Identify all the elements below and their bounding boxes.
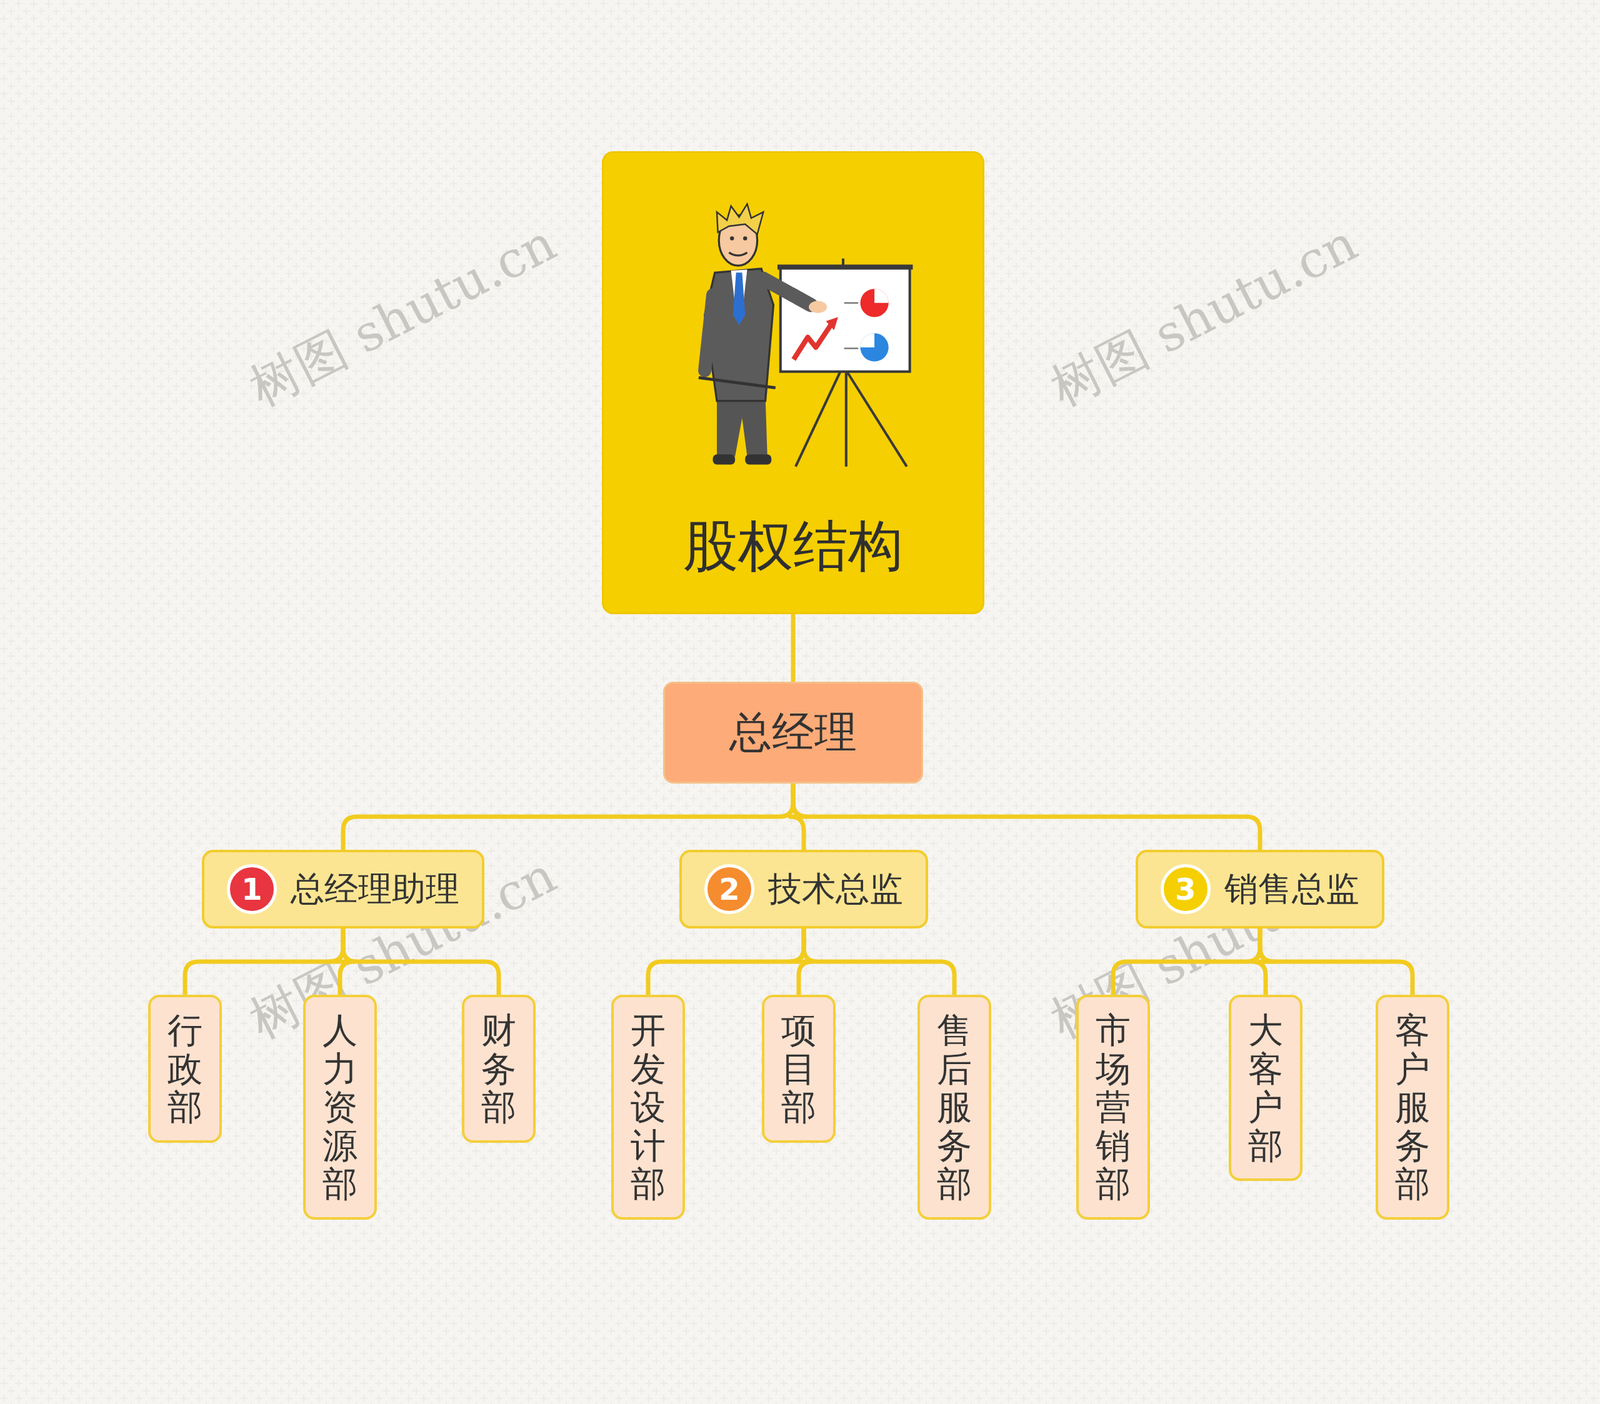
tree-connector xyxy=(185,928,344,995)
department-box: 人力资源部 xyxy=(303,995,377,1220)
node-label: 项目部 xyxy=(781,1011,817,1127)
tree-connector xyxy=(803,928,955,995)
tree-connector xyxy=(791,614,796,682)
node-label: 总经理助理 xyxy=(290,866,460,913)
department-box: 售后服务部 xyxy=(917,995,992,1220)
callout-number: 2 xyxy=(704,864,755,915)
node-label: 总经理 xyxy=(729,704,857,762)
tree-connector xyxy=(648,928,804,995)
node-label: 技术总监 xyxy=(768,866,904,913)
director-box: 1 总经理助理 xyxy=(201,850,485,929)
tree-connector xyxy=(343,928,499,995)
tree-connector xyxy=(1260,928,1413,995)
department-box: 项目部 xyxy=(761,995,836,1144)
node-label: 开发设计部 xyxy=(630,1011,666,1204)
node-label: 财务部 xyxy=(481,1011,517,1127)
node-label: 人力资源部 xyxy=(322,1011,358,1204)
node-label: 客户服务部 xyxy=(1395,1011,1430,1204)
department-box: 大客户部 xyxy=(1228,995,1303,1182)
manager-box: 总经理 xyxy=(663,681,924,784)
tree-connector xyxy=(793,783,1260,850)
node-label: 售后服务部 xyxy=(936,1011,972,1204)
department-box: 客户服务部 xyxy=(1375,995,1450,1220)
node-label: 行政部 xyxy=(167,1011,203,1127)
node-label: 市场营销部 xyxy=(1095,1011,1131,1204)
node-label: 大客户部 xyxy=(1248,1011,1284,1165)
department-box: 市场营销部 xyxy=(1076,995,1150,1220)
node-label: 销售总监 xyxy=(1224,866,1360,913)
department-box: 财务部 xyxy=(461,995,536,1144)
director-box: 2 技术总监 xyxy=(679,850,929,929)
title-box: 股权结构 xyxy=(601,151,985,615)
director-box: 3 销售总监 xyxy=(1135,850,1385,929)
node-label: 股权结构 xyxy=(603,509,983,584)
department-box: 行政部 xyxy=(148,995,222,1144)
tree-connector xyxy=(1113,928,1260,995)
callout-number: 1 xyxy=(226,864,277,915)
callout-number: 3 xyxy=(1160,864,1211,915)
tree-connector xyxy=(343,783,794,850)
department-box: 开发设计部 xyxy=(611,995,685,1220)
